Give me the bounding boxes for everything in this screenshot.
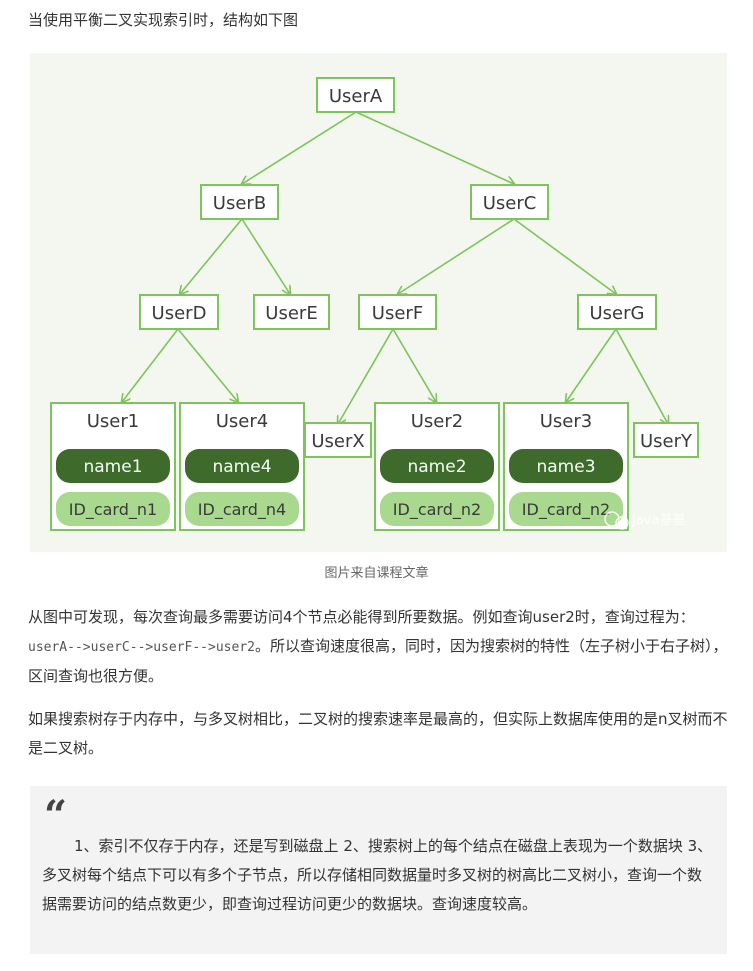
edge-b-e — [241, 218, 290, 294]
wechat-icon — [604, 511, 620, 527]
edge-d-u4 — [177, 328, 238, 402]
leaf-user2: User2 name2 ID_card_n2 — [374, 402, 500, 531]
node-userc-label: UserC — [483, 193, 537, 214]
node-usera: UserA — [316, 77, 395, 113]
edge-g-y — [615, 328, 668, 424]
edge-c-g — [513, 218, 616, 294]
node-userd: UserD — [139, 294, 219, 330]
edge-g-u3 — [566, 328, 617, 402]
tree-edges — [122, 111, 668, 424]
leaf-user3-label: User3 — [540, 411, 592, 432]
node-userf-label: UserF — [372, 303, 423, 324]
edge-f-u2 — [392, 328, 436, 402]
node-usera-label: UserA — [329, 86, 383, 107]
leaf-user3-name: name3 — [536, 457, 595, 477]
leaf-user2-name: name2 — [407, 457, 466, 477]
watermark-text: Java基基 — [631, 513, 685, 528]
edge-a-b — [242, 111, 357, 184]
leaf-user1-id: ID_card_n1 — [69, 500, 157, 520]
node-userb-label: UserB — [213, 193, 266, 214]
leaf-user4-id: ID_card_n4 — [198, 500, 286, 520]
binary-tree-diagram: UserA UserB UserC UserD UserE UserF User… — [50, 77, 699, 531]
node-userc: UserC — [470, 184, 549, 220]
node-usere: UserE — [253, 294, 330, 330]
watermark: Java基基 — [604, 511, 685, 530]
leaf-user2-id: ID_card_n2 — [393, 500, 481, 520]
leaf-user2-label: User2 — [411, 411, 463, 432]
paragraph-query-path-start: 从图中可发现，每次查询最多需要访问4个节点必能得到所要数据。例如查询user2时… — [28, 608, 695, 626]
node-userd-label: UserD — [152, 303, 207, 324]
figure-caption: 图片来自课程文章 — [324, 566, 429, 581]
leaf-user4: User4 name4 ID_card_n4 — [179, 402, 305, 531]
leaf-user1-name: name1 — [83, 457, 142, 477]
edge-b-d — [180, 218, 243, 294]
node-userx-label: UserX — [311, 431, 364, 452]
query-path-code: userA-->userC-->userF-->user2 — [28, 640, 255, 655]
edge-d-u1 — [122, 328, 179, 402]
node-userx: UserX — [304, 422, 372, 458]
quote-text: 1、索引不仅存于内存，还是写到磁盘上 2、搜索树上的每个结点在磁盘上表现为一个数… — [42, 837, 713, 913]
node-userb: UserB — [200, 184, 279, 220]
leaf-user1-label: User1 — [87, 411, 139, 432]
node-userf: UserF — [358, 294, 437, 330]
paragraph-binary-vs-nary: 如果搜索树存于内存中，与多叉树相比，二叉树的搜索速率是最高的，但实际上数据库使用… — [28, 710, 728, 757]
edge-c-f — [398, 218, 515, 294]
node-usery: UserY — [633, 422, 699, 458]
leaf-user1: User1 name1 ID_card_n1 — [50, 402, 176, 531]
paragraph-query-path: 从图中可发现，每次查询最多需要访问4个节点必能得到所要数据。例如查询user2时… — [28, 603, 728, 691]
binary-tree-figure: UserA UserB UserC UserD UserE UserF User… — [30, 53, 727, 552]
leaf-user4-name: name4 — [212, 457, 271, 477]
node-usere-label: UserE — [265, 303, 317, 324]
leaf-user3-id: ID_card_n2 — [522, 500, 610, 520]
node-userg: UserG — [577, 294, 657, 330]
node-userg-label: UserG — [590, 303, 645, 324]
leaf-user3: User3 name3 ID_card_n2 — [503, 402, 629, 531]
blockquote: “ 1、索引不仅存于内存，还是写到磁盘上 2、搜索树上的每个结点在磁盘上表现为一… — [30, 786, 727, 954]
intro-text: 当使用平衡二叉实现索引时，结构如下图 — [28, 11, 299, 29]
edge-a-c — [355, 111, 514, 184]
paragraph-query-path-end: 。所以查询速度很高，同时，因为搜索树的特性（左子树小于右子树），区间查询也很方便… — [28, 637, 728, 685]
node-usery-label: UserY — [640, 431, 693, 452]
edge-f-x — [338, 328, 394, 424]
quote-mark-icon: “ — [44, 792, 68, 839]
leaf-user4-label: User4 — [216, 411, 268, 432]
